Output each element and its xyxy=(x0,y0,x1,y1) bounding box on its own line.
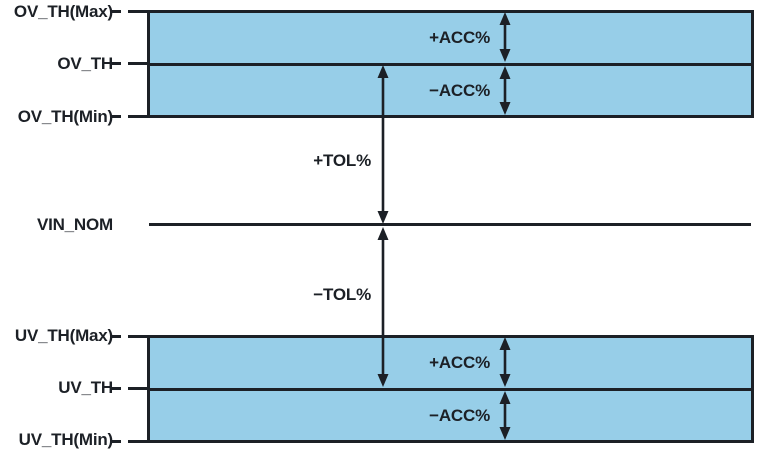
ov-th-min-label: OV_TH(Min) xyxy=(17,107,113,126)
vin-nom-label: VIN_NOM xyxy=(36,215,113,234)
plus-tol-label: +TOL% xyxy=(313,151,371,170)
ov-th-line xyxy=(149,63,752,66)
ov-plus-acc-label: +ACC% xyxy=(429,28,490,47)
uv-plus-acc-label: +ACC% xyxy=(429,353,490,372)
uv-threshold-band xyxy=(147,335,754,443)
uv-minus-acc-label: −ACC% xyxy=(429,406,490,425)
ov-threshold-band xyxy=(147,10,754,118)
ov-minus-acc-label: −ACC% xyxy=(429,81,490,100)
ov-th-label: OV_TH xyxy=(57,54,113,73)
uv-th-max-leader-dashes xyxy=(112,335,143,338)
uv-th-label: UV_TH xyxy=(58,378,113,397)
uv-th-max-label: UV_TH(Max) xyxy=(14,326,113,345)
ov-th-min-leader-dashes xyxy=(112,115,143,118)
uv-th-min-label: UV_TH(Min) xyxy=(18,430,114,449)
ov-th-max-leader-dashes xyxy=(112,10,143,13)
uv-th-line xyxy=(149,388,752,391)
minus-tol-label: −TOL% xyxy=(313,285,371,304)
ov-th-leader-dashes xyxy=(112,62,143,65)
uv-th-leader-dashes xyxy=(112,387,143,390)
ov-th-max-label: OV_TH(Max) xyxy=(13,2,113,21)
uv-th-min-leader-dashes xyxy=(112,440,143,443)
vin-nom-line xyxy=(149,223,751,226)
